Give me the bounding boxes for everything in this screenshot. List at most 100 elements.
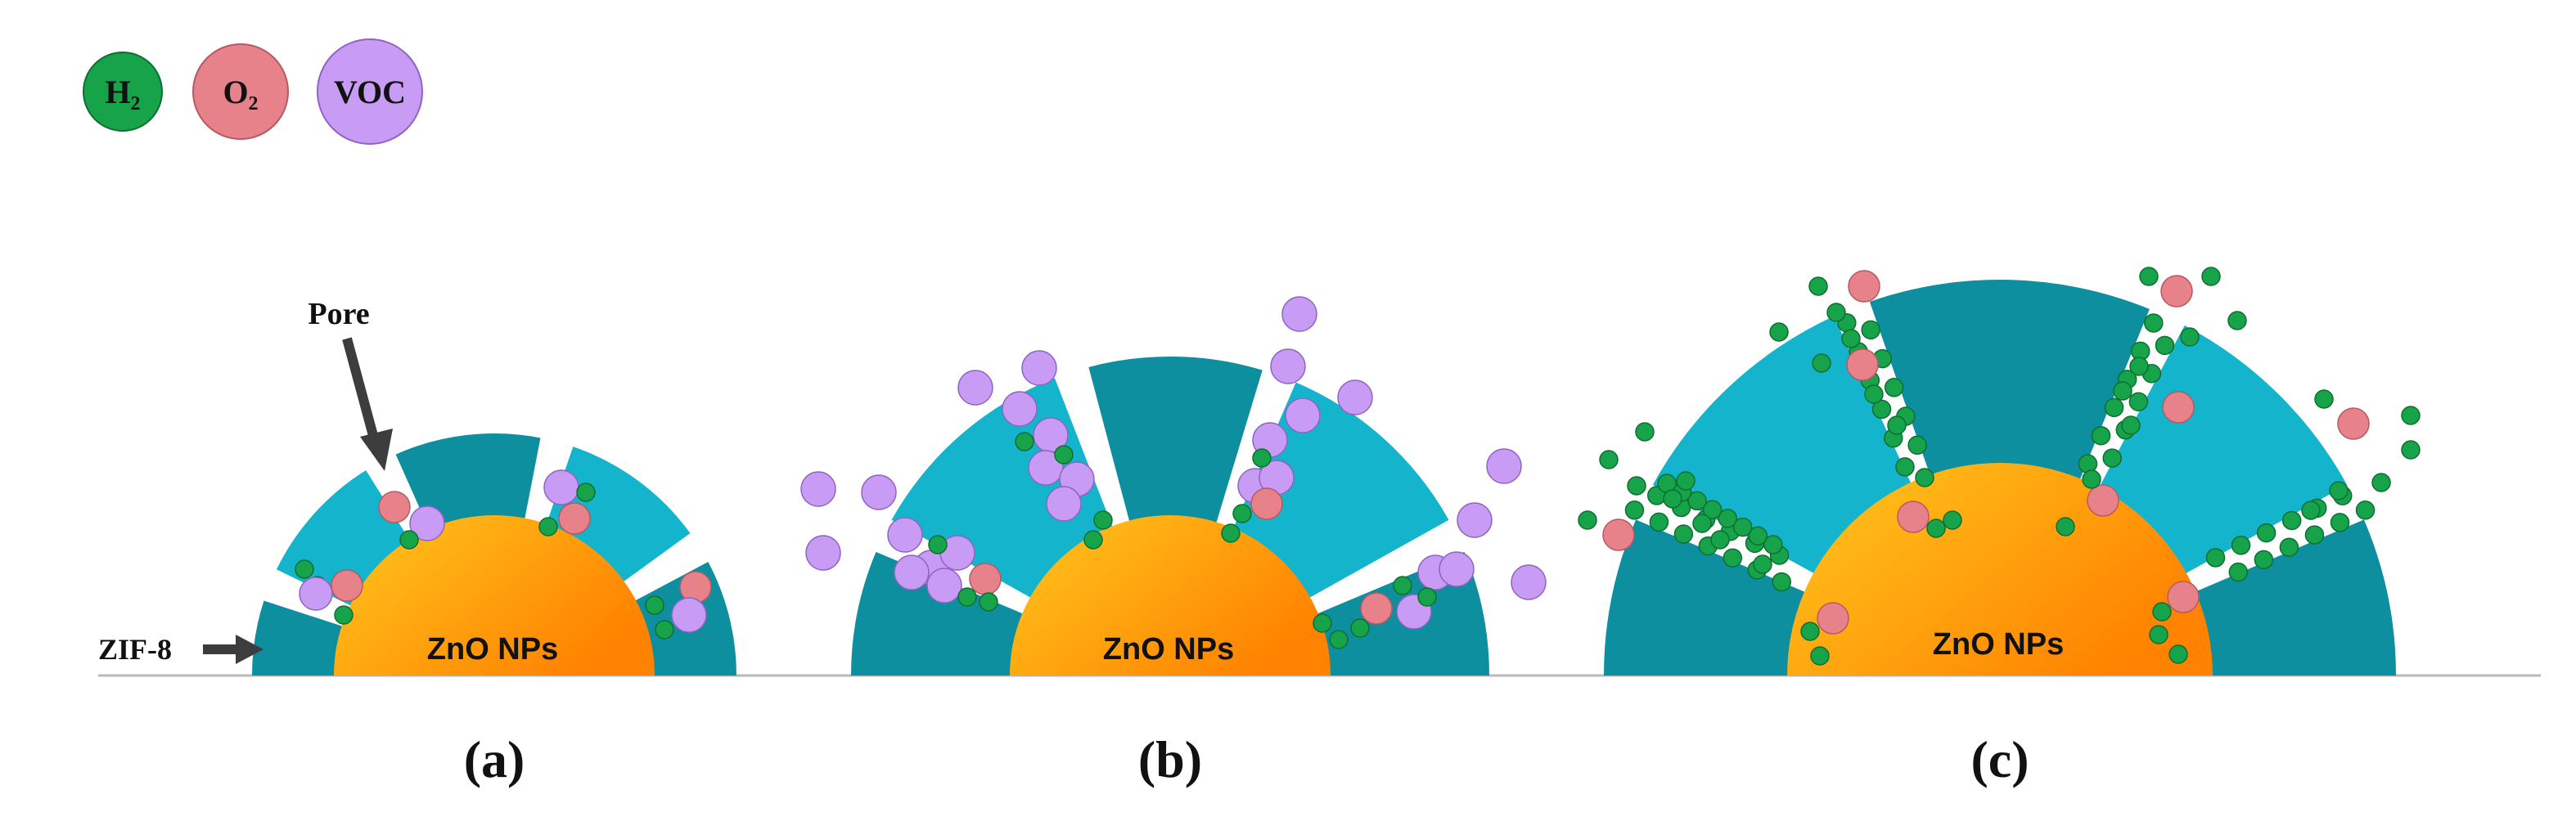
legend-item-voc: VOC	[317, 38, 423, 145]
h2-molecule	[2180, 327, 2200, 347]
h2-molecule	[2314, 389, 2334, 409]
h2-molecule	[1350, 618, 1370, 638]
voc-molecule	[1457, 502, 1493, 538]
legend-item-o2: O₂	[192, 43, 289, 140]
o2-molecule	[1250, 487, 1283, 520]
zif8-segment	[545, 447, 691, 584]
voc-molecule	[800, 471, 836, 507]
o2-molecule	[1897, 501, 1930, 533]
h2-molecule	[1393, 576, 1412, 595]
h2-molecule	[2279, 537, 2299, 557]
h2-molecule	[1692, 514, 1712, 533]
pore-arrow-head	[360, 429, 393, 471]
h2-molecule	[2304, 525, 2325, 545]
zno-core-b: ZnO NPs	[1010, 515, 1331, 676]
h2-molecule	[2155, 335, 2175, 356]
voc-molecule	[957, 370, 993, 406]
panel-c: ZnO NPs (c)	[1578, 267, 2421, 788]
h2-molecule	[1232, 504, 1252, 523]
panel-b: ZnO NPs (b)	[800, 296, 1547, 788]
h2-molecule	[1772, 572, 1791, 592]
h2-molecule	[2227, 311, 2247, 330]
zif8-segment	[252, 600, 345, 676]
h2-molecule	[1733, 517, 1753, 537]
o2-molecule	[1848, 270, 1880, 303]
zno-core-a: ZnO NPs	[334, 515, 655, 676]
molecules-c	[1578, 267, 2421, 666]
zif8-segment	[2097, 325, 2348, 575]
voc-molecule	[1337, 379, 1373, 415]
h2-molecule	[1800, 622, 1820, 641]
h2-molecule	[1329, 630, 1349, 649]
h2-molecule	[1673, 524, 1694, 544]
voc-molecule	[1028, 450, 1064, 486]
legend-item-h2: H₂	[83, 52, 163, 132]
voc-molecule	[1046, 486, 1082, 522]
voc-molecule-icon	[317, 38, 423, 145]
core-label-b: ZnO NPs	[1103, 632, 1234, 667]
o2-molecule	[1846, 348, 1879, 381]
voc-molecule	[1511, 564, 1547, 600]
h2-molecule	[2056, 517, 2075, 536]
voc-molecule	[1486, 448, 1522, 484]
h2-molecule	[655, 620, 674, 640]
h2-molecule	[928, 535, 948, 554]
h2-molecule	[2102, 448, 2122, 468]
voc-molecule	[299, 577, 333, 611]
h2-molecule	[1599, 450, 1619, 469]
zif8-segment	[1088, 356, 1263, 526]
h2-molecule	[1723, 548, 1743, 568]
h2-molecule-icon	[83, 52, 163, 132]
h2-molecule	[576, 483, 596, 502]
h2-molecule	[1624, 501, 1645, 520]
h2-molecule	[1864, 384, 1884, 404]
h2-molecule	[1687, 491, 1707, 511]
o2-molecule	[378, 491, 411, 523]
h2-molecule	[1252, 448, 1272, 468]
h2-molecule	[1926, 518, 1946, 538]
zif8-segment	[2192, 519, 2396, 676]
molecules-b	[800, 296, 1547, 649]
legend-label-voc: VOC	[334, 74, 406, 110]
o2-molecule	[1602, 518, 1635, 551]
zif8-annotation: ZIF-8	[98, 633, 263, 666]
legend-label-h2: H₂	[105, 74, 140, 110]
zif8-segment	[851, 551, 1026, 676]
zif8-segment	[1869, 280, 2150, 482]
panel-a: ZnO NPs (a)	[252, 433, 737, 788]
h2-molecule	[645, 595, 664, 615]
h2-molecule	[1808, 276, 1828, 296]
zno-core-shape	[1010, 515, 1331, 676]
h2-molecule	[1015, 432, 1034, 451]
h2-molecule	[1748, 526, 1768, 546]
h2-molecule	[1702, 500, 1723, 519]
o2-molecule	[969, 563, 1002, 595]
o2-molecule	[1817, 602, 1849, 635]
h2-molecule	[2113, 381, 2132, 401]
zno-core-shape	[334, 515, 655, 676]
o2-molecule-icon	[192, 43, 289, 140]
h2-molecule	[957, 587, 977, 607]
h2-molecule	[2231, 536, 2251, 555]
h2-molecule	[1907, 435, 1927, 456]
h2-molecule	[2082, 469, 2101, 489]
h2-molecule	[1417, 587, 1437, 607]
h2-molecule	[2330, 513, 2350, 532]
core-label-a: ZnO NPs	[427, 632, 558, 667]
h2-molecule	[1810, 646, 1830, 666]
h2-molecule	[2256, 523, 2277, 543]
h2-molecule	[2139, 267, 2159, 286]
o2-molecule	[1360, 592, 1393, 625]
molecules-a	[295, 469, 712, 640]
h2-molecule	[295, 559, 314, 579]
h2-molecule	[1718, 509, 1737, 528]
h2-molecule	[1093, 510, 1113, 530]
voc-molecule	[861, 474, 897, 510]
h2-molecule	[1812, 353, 1831, 373]
h2-molecule	[2152, 602, 2172, 622]
h2-molecule	[2401, 406, 2421, 425]
h2-molecule	[334, 605, 354, 625]
h2-molecule	[2128, 392, 2149, 411]
o2-molecule	[2162, 391, 2195, 424]
voc-molecule	[671, 597, 707, 633]
